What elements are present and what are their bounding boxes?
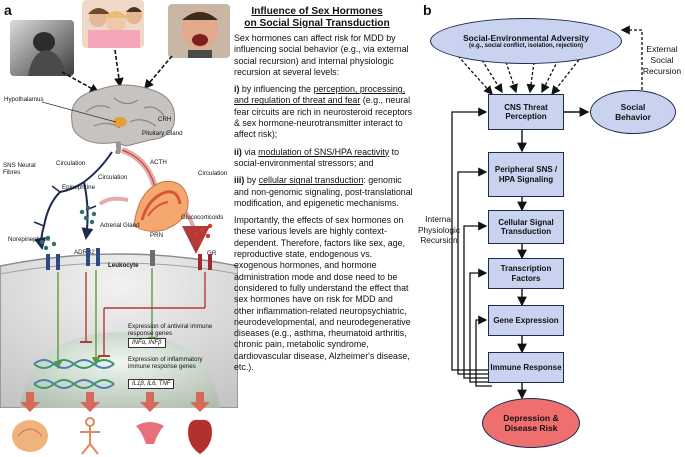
pituitary-label: Pituitary Gland: [142, 130, 183, 137]
immune-response-box: Immune Response: [488, 352, 564, 383]
brain-illustration: [71, 84, 176, 154]
transcription-factors-box: Transcription Factors: [488, 258, 564, 289]
panel-b-connectors: [451, 25, 643, 400]
circulation-left-label: Circulation: [56, 160, 86, 167]
inflammatory-genes-title: Expression of inflammatory immune respon…: [128, 356, 203, 370]
external-recursion-label: External Social Recursion: [642, 44, 682, 76]
depression-risk-label: Depression & Disease Risk: [503, 412, 559, 434]
gr-label: GR: [207, 250, 217, 257]
glucocorticoids-label: Glucocorticoids: [181, 214, 224, 221]
middle-closing: Importantly, the effects of sex hormones…: [234, 215, 411, 373]
circulation-mid-label: Circulation: [98, 174, 128, 181]
organ-icons: [12, 392, 212, 455]
middle-body: Sex hormones can affect risk for MDD by …: [234, 33, 414, 373]
depression-risk-node: Depression & Disease Risk: [482, 398, 580, 448]
middle-title-line1: Influence of Sex Hormones: [251, 6, 383, 17]
panel-a-letter: a: [4, 2, 12, 18]
photo-sad-person: [10, 20, 74, 76]
gene-expression-box: Gene Expression: [488, 305, 564, 336]
circulation-right-label: Circulation: [198, 170, 228, 177]
peripheral-signaling-box: Peripheral SNS / HPA Signaling: [488, 152, 564, 197]
middle-intro: Sex hormones can affect risk for MDD by …: [234, 33, 409, 77]
sns-label: SNS Neural Fibres: [3, 162, 36, 176]
social-behavior-node: Social Behavior: [590, 90, 676, 134]
crh-label: CRH: [158, 116, 172, 123]
epinephrine-label: Epinephrine: [62, 184, 96, 191]
molecule-dots: [39, 205, 213, 251]
inflammatory-genes-box: IL1β, IL6, TNF: [128, 379, 175, 389]
middle-point-i: i) by influencing the perception, proces…: [234, 84, 413, 140]
adrenal-gland-icon: [133, 180, 189, 232]
middle-point-ii: ii) via modulation of SNS/HPA reactivity…: [234, 146, 400, 168]
antiviral-genes-box: INFα, INFβ: [128, 338, 166, 348]
photo-arrows: [61, 49, 173, 93]
panel-b-letter: b: [423, 2, 432, 18]
norepinephrine-label: Norepinephrine: [8, 236, 51, 243]
social-behavior-label: Social Behavior: [615, 102, 651, 122]
internal-recursion-label: Internal Physiologic Recursion: [418, 214, 460, 245]
prn-label: PRN: [150, 232, 164, 239]
photo-children: [82, 0, 144, 48]
photo-angry-man: [168, 4, 230, 58]
middle-title-line2: on Social Signal Transduction: [244, 18, 390, 29]
leukocyte-label: Leukocyte: [108, 262, 139, 269]
middle-point-iii: iii) by cellular signal transduction: ge…: [234, 175, 413, 208]
leukocyte-cell: [0, 248, 238, 408]
adversity-title: Social-Environmental Adversity: [463, 32, 589, 43]
middle-title: Influence of Sex Hormones on Social Sign…: [222, 6, 412, 30]
adrb2-label: ADRB2: [74, 249, 95, 256]
antiviral-genes-title: Expression of antiviral immune response …: [128, 323, 213, 337]
cellular-signal-transduction-box: Cellular Signal Transduction: [488, 210, 564, 244]
hypothalamus-pointer: [41, 101, 117, 123]
adrenal-gland-label: Adrenal Gland: [100, 222, 140, 229]
cns-threat-perception-box: CNS Threat Perception: [488, 94, 564, 130]
acth-label: ACTH: [150, 159, 167, 166]
hypothalamus-label: Hypothalamus: [4, 96, 44, 103]
adversity-subtitle: (e.g., social conflict, isolation, rejec…: [468, 42, 584, 49]
adversity-node: Social-Environmental Adversity (e.g., so…: [430, 18, 622, 64]
